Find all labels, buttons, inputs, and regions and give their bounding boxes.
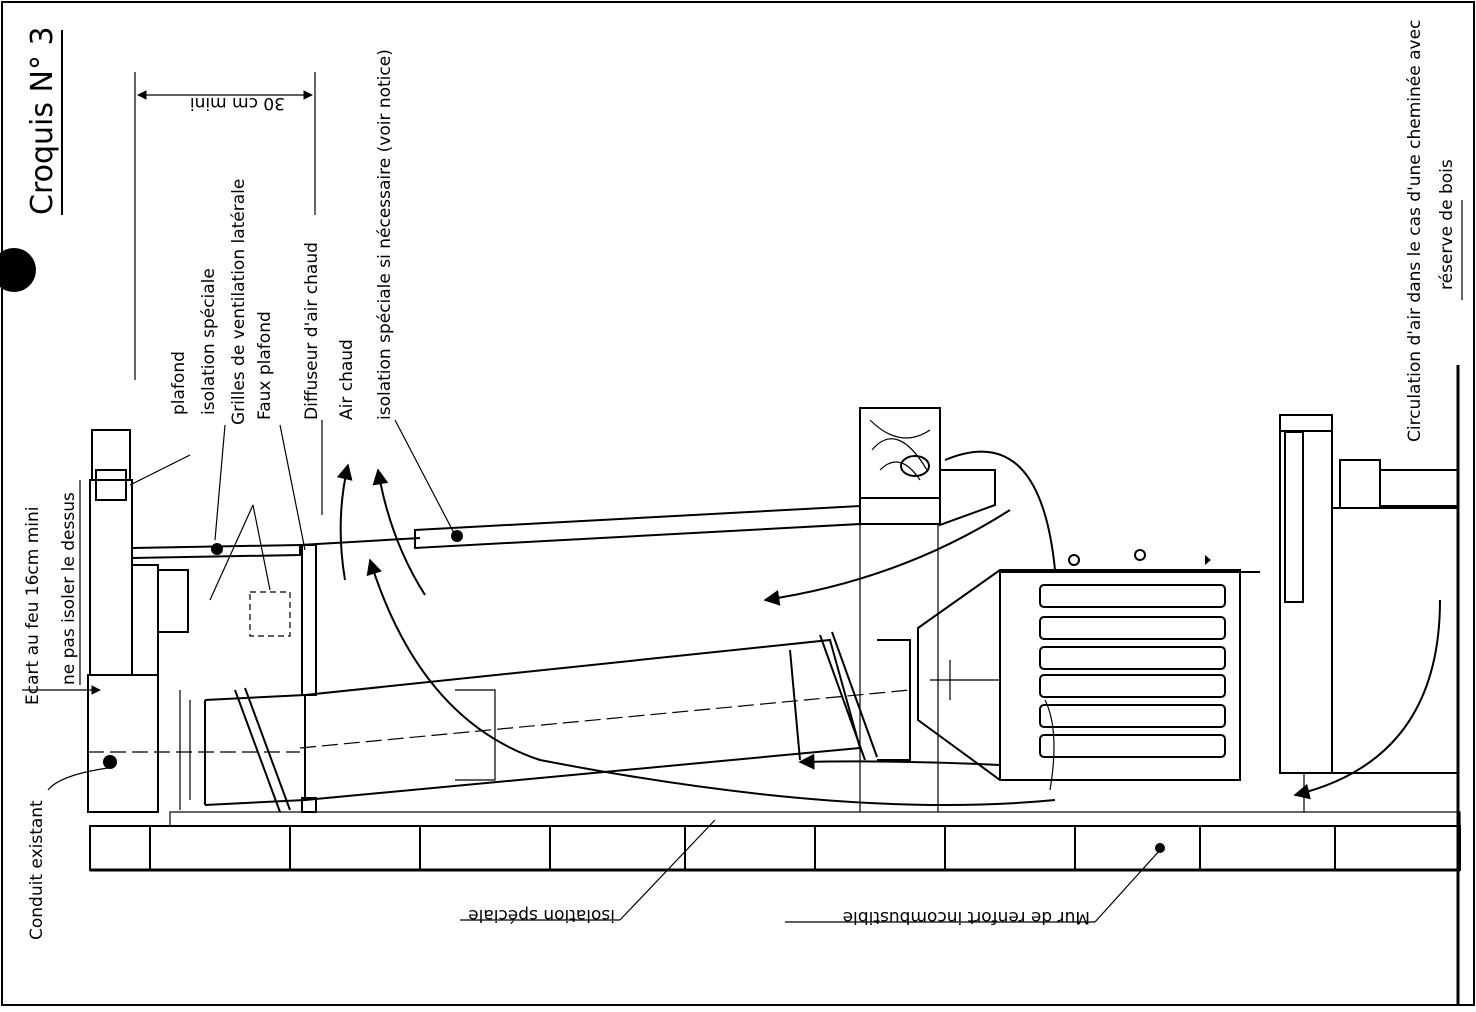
dimension-label: 30 cm mini [190, 93, 285, 113]
flue-pipe [87, 631, 911, 813]
side-pillar [1279, 414, 1459, 812]
lateral-ventilation-grille [157, 569, 189, 633]
label-circulation-line2: réserve de bois [1437, 159, 1457, 290]
top-labels: plafond isolation spéciale Grilles de ve… [129, 49, 456, 601]
label-isolation-speciale: isolation spéciale [199, 268, 219, 415]
label-isolation-si-necessaire: isolation spéciale si nécessaire (voir n… [375, 49, 395, 420]
dimension-30cm: 30 cm mini [134, 72, 316, 380]
left-wall [89, 429, 291, 676]
diagram-title: Croquis N° 3 [25, 26, 60, 215]
false-ceiling [131, 504, 861, 813]
label-ecart-au-feu: Ecart au feu 16cm mini [23, 506, 43, 705]
hood-structure [859, 407, 996, 812]
label-faux-plafond: Faux plafond [255, 311, 275, 420]
right-labels: Circulation d'air dans le cas d'une chem… [1405, 20, 1463, 442]
label-conduit-existant: Conduit existant [27, 800, 47, 940]
reinforcement-wall [89, 811, 1461, 872]
label-diffuseur: Diffuseur d'air chaud [302, 242, 322, 420]
label-plafond: plafond [169, 351, 189, 415]
fireplace-insert [917, 549, 1260, 781]
left-labels: Ecart au feu 16cm mini ne pas isoler le … [22, 480, 109, 940]
hole-punch-mark [0, 248, 36, 292]
air-diffuser [249, 591, 291, 637]
air-flow-arrows [336, 450, 1441, 806]
label-air-chaud: Air chaud [337, 339, 357, 420]
label-isolation-speciale-bottom: isolation spéciale [468, 905, 615, 925]
label-ne-pas-isoler: ne pas isoler le dessus [59, 492, 79, 685]
bottom-labels: isolation spéciale Mur de renfort incomb… [460, 819, 1165, 927]
label-mur-de-renfort: Mur de renfort incombustible [843, 907, 1090, 927]
label-grilles: Grilles de ventilation latérale [229, 179, 249, 425]
label-circulation-line1: Circulation d'air dans le cas d'une chem… [1405, 20, 1425, 442]
